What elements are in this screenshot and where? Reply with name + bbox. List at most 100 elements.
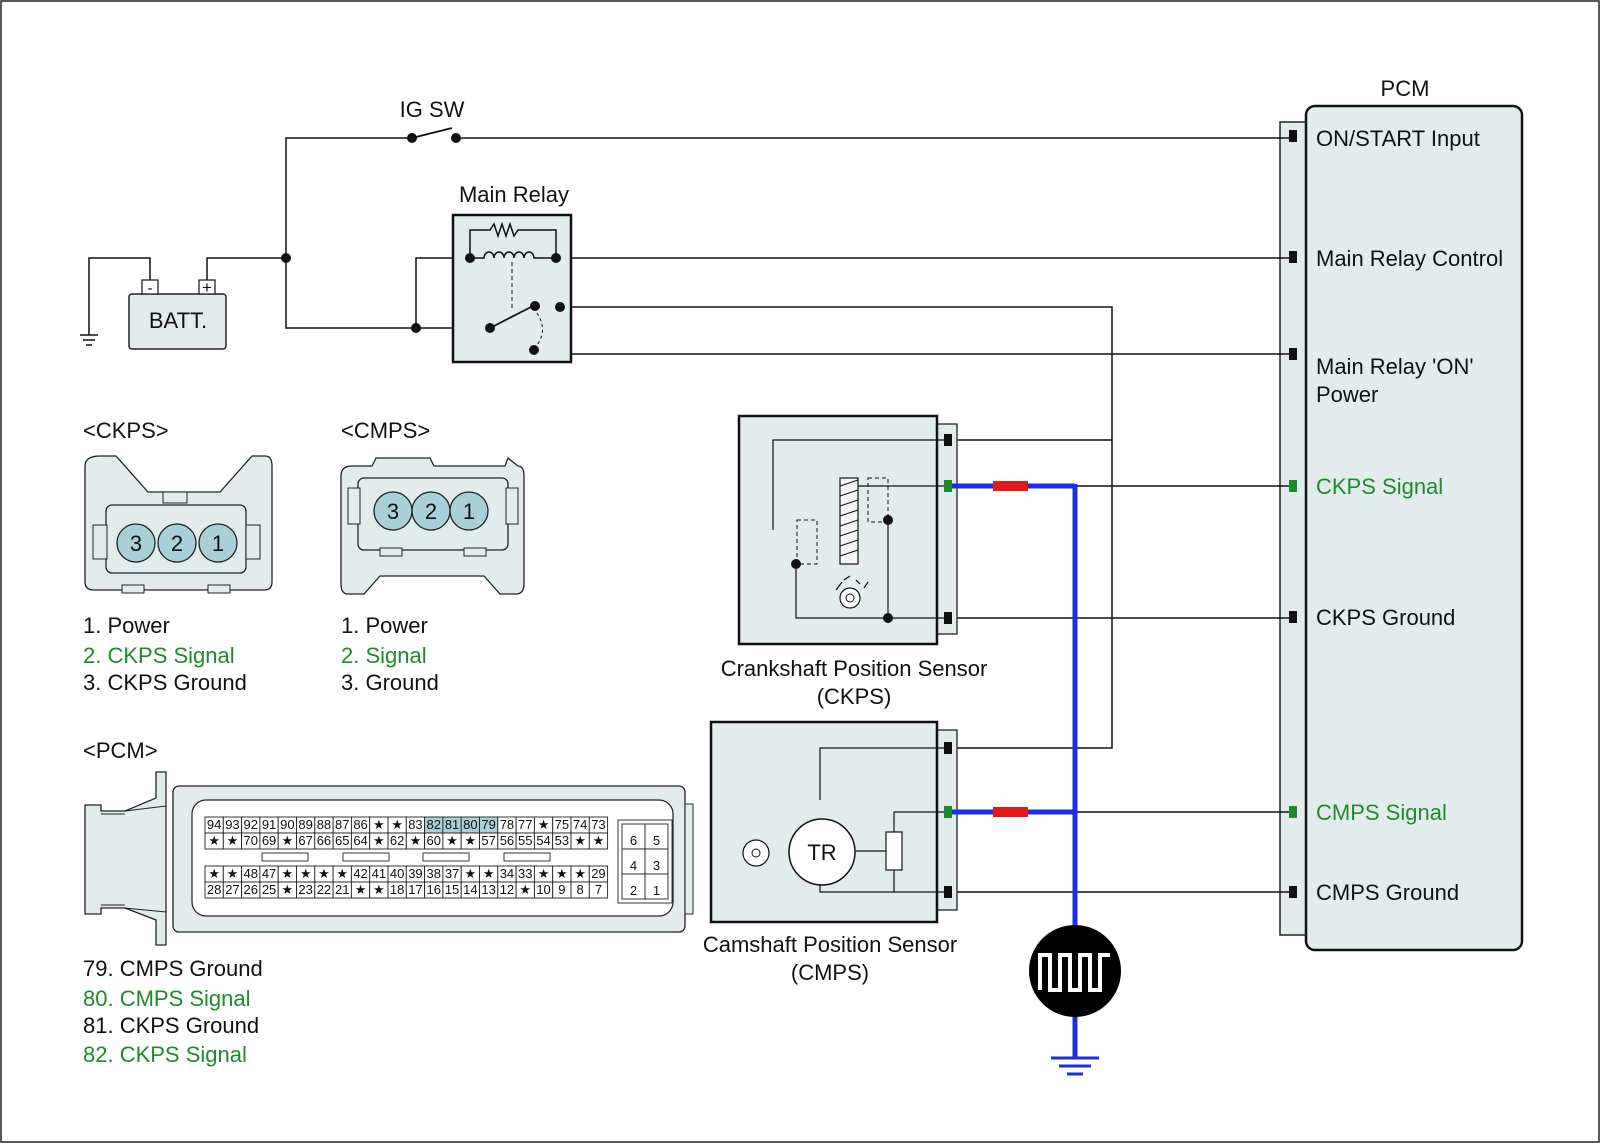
pcm-pin-label: 47	[262, 866, 276, 881]
pcm-pin-label: 26	[244, 882, 258, 897]
ckps-connector-title: <CKPS>	[83, 418, 169, 443]
pcm-pin-label: ★	[519, 882, 531, 897]
pcm-pin-label: 83	[408, 817, 422, 832]
pcm-pin-label: ★	[410, 833, 422, 848]
pcm-pin-label: 60	[427, 833, 441, 848]
pcm-pin-label: ★	[538, 817, 550, 832]
pcm-pin-label: 33	[518, 866, 532, 881]
tr-label: TR	[807, 840, 836, 865]
wire-ig-feed	[285, 137, 412, 258]
pcm-latch-slot	[422, 852, 470, 862]
pcm-pin-label: 25	[262, 882, 276, 897]
pcm-pin-label: 69	[262, 833, 276, 848]
pcm-pin-label: ★	[538, 866, 550, 881]
cmps-pin-1: 1	[463, 499, 475, 524]
ckps-pin-3: 3	[130, 531, 142, 556]
ckps-connector: <CKPS> 3 2 1 1. Power 2. CKPS Signal 3. …	[83, 418, 273, 695]
cmps-pin-2: 2	[425, 499, 437, 524]
ckps-title-1: Crankshaft Position Sensor	[721, 656, 988, 681]
ckps-legend-3: 3. CKPS Ground	[83, 670, 247, 695]
cmps-connector-title: <CMPS>	[341, 418, 430, 443]
pcm-pin-label: ★	[446, 833, 458, 848]
pcm-pin-label: 37	[445, 866, 459, 881]
pcm-side-pin-label: 1	[653, 883, 660, 898]
wire-batt-neg	[88, 257, 151, 335]
pcm-pin-label: ★	[373, 833, 385, 848]
pcm-pin-label: ★	[556, 866, 568, 881]
pcm-side-pin-label: 3	[653, 858, 660, 873]
cmps-legend-2: 2. Signal	[341, 643, 427, 668]
pcm-pin-cmps-ground	[1289, 886, 1297, 898]
wire-relay-output-bus	[560, 306, 1113, 749]
pcm-pin-label: ★	[373, 882, 385, 897]
pcm-side-pin-label: 2	[630, 883, 637, 898]
cmps-title-1: Camshaft Position Sensor	[703, 932, 957, 957]
pcm-pin-on-start	[1289, 130, 1297, 142]
pcm-pin-label: 86	[353, 817, 367, 832]
wire-batt-pos	[206, 257, 286, 280]
pcm-side-pin-label: 4	[630, 858, 637, 873]
pcm-pin-main-relay-control	[1289, 251, 1297, 263]
pcm-pin-label: 67	[298, 833, 312, 848]
cmps-title-2: (CMPS)	[791, 960, 869, 985]
pcm-pin-label: ★	[208, 833, 220, 848]
pcm-pin-label: 94	[207, 817, 221, 832]
pcm-pin-label: 23	[298, 882, 312, 897]
pcm-pin-label: 54	[536, 833, 550, 848]
ckps-legend-2: 2. CKPS Signal	[83, 643, 235, 668]
batt-ground-icon	[80, 334, 98, 346]
cmps-pin-3: 3	[387, 499, 399, 524]
cam-wheel-icon	[742, 839, 770, 867]
pcm-pin-label: 10	[536, 882, 550, 897]
pcm-pin-label: 17	[408, 882, 422, 897]
pcm-pin-label: ★	[336, 866, 348, 881]
pcm-pin-label: 57	[481, 833, 495, 848]
pcm-pin-ckps-signal	[1289, 480, 1297, 492]
pcm-pin-label: 8	[577, 882, 584, 897]
pcm-pin-label: 48	[244, 866, 258, 881]
pcm-pin-label: ★	[373, 817, 385, 832]
pcm-pin-label: 21	[335, 882, 349, 897]
pcm-pin-label: ★	[300, 866, 312, 881]
pcm-label-on-start: ON/START Input	[1316, 126, 1480, 151]
pcm-title: PCM	[1381, 76, 1430, 101]
pcm-pin-cell	[644, 873, 669, 900]
batt-plus: +	[202, 278, 212, 297]
wire-batt-relay	[285, 258, 490, 329]
pcm-pin-label: 42	[353, 866, 367, 881]
ckps-pin-1: 1	[212, 531, 224, 556]
main-relay-label: Main Relay	[459, 182, 569, 207]
pcm-latch-slot	[503, 852, 551, 862]
cmps-probe-marker	[993, 807, 1028, 817]
pcm-label-ckps-ground: CKPS Ground	[1316, 605, 1455, 630]
pcm-label-cmps-ground: CMPS Ground	[1316, 880, 1459, 905]
pcm-pin-label: ★	[318, 866, 330, 881]
pcm-pin-label: ★	[593, 833, 605, 848]
pcm-pin-label: 16	[427, 882, 441, 897]
pcm-pin-label: ★	[465, 833, 477, 848]
junction-dot	[411, 323, 421, 333]
pcm-pin-label: ★	[465, 866, 477, 881]
pcm-label-main-relay-control: Main Relay Control	[1316, 246, 1503, 271]
wire-main-relay-on	[559, 307, 1289, 355]
pcm-pin-label: 13	[481, 882, 495, 897]
pcm-pin-label: 89	[298, 817, 312, 832]
pcm-pin-label: 7	[595, 882, 602, 897]
pcm-pin-label: 18	[390, 882, 404, 897]
tr-icon	[788, 818, 856, 886]
batt-minus: -	[148, 280, 153, 297]
pcm-pin-label: ★	[483, 866, 495, 881]
pcm-pin-label: ★	[208, 866, 220, 881]
pcm-pin-label: ★	[282, 866, 294, 881]
pcm-label-ckps-signal: CKPS Signal	[1316, 474, 1443, 499]
pcm-pin-label: 40	[390, 866, 404, 881]
pcm-pin-label: ★	[574, 866, 586, 881]
pcm-pin-label: 80	[463, 817, 477, 832]
pcm-pin-label: 56	[500, 833, 514, 848]
pcm-pin-label: 64	[353, 833, 367, 848]
ckps-legend-1: 1. Power	[83, 613, 170, 638]
pcm-pin-cell	[588, 832, 609, 850]
pcm-pin-label: 28	[207, 882, 221, 897]
pcm-pin-label: 12	[500, 882, 514, 897]
